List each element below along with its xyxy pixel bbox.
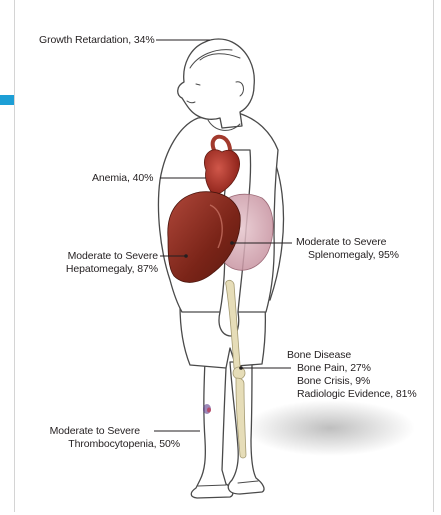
thrombocytopenia-label-line1: Moderate to Severe [40,425,180,438]
knee-joint [233,367,245,379]
radiologic-evidence-label: Radiologic Evidence, 81% [287,388,417,401]
bruise-inner [207,408,211,413]
hepato-leader-dot [184,254,188,258]
thrombocytopenia-label-line2: Thrombocytopenia, 50% [40,438,180,451]
hepatomegaly-label-line2: Hepatomegaly, 87% [50,263,158,276]
thrombocytopenia-label: Moderate to Severe Thrombocytopenia, 50% [40,425,180,451]
ground-shadow [245,400,415,456]
left-leg [191,360,233,498]
bone-disease-title: Bone Disease [287,349,417,362]
hepatomegaly-label: Moderate to Severe Hepatomegaly, 87% [50,250,158,276]
bone-disease-label: Bone Disease Bone Pain, 27% Bone Crisis,… [287,349,417,401]
hepatomegaly-label-line1: Moderate to Severe [50,250,158,263]
bone-leader-dot [239,366,243,370]
growth-retardation-label: Growth Retardation, 34% [39,34,155,47]
bone-crisis-label: Bone Crisis, 9% [287,375,417,388]
bone-pain-label: Bone Pain, 27% [287,362,417,375]
anemia-label: Anemia, 40% [92,172,153,185]
spleno-leader-dot [230,241,234,245]
splenomegaly-label-line2: Splenomegaly, 95% [296,249,399,262]
splenomegaly-label-line1: Moderate to Severe [296,236,399,249]
splenomegaly-label: Moderate to Severe Splenomegaly, 95% [296,236,399,262]
